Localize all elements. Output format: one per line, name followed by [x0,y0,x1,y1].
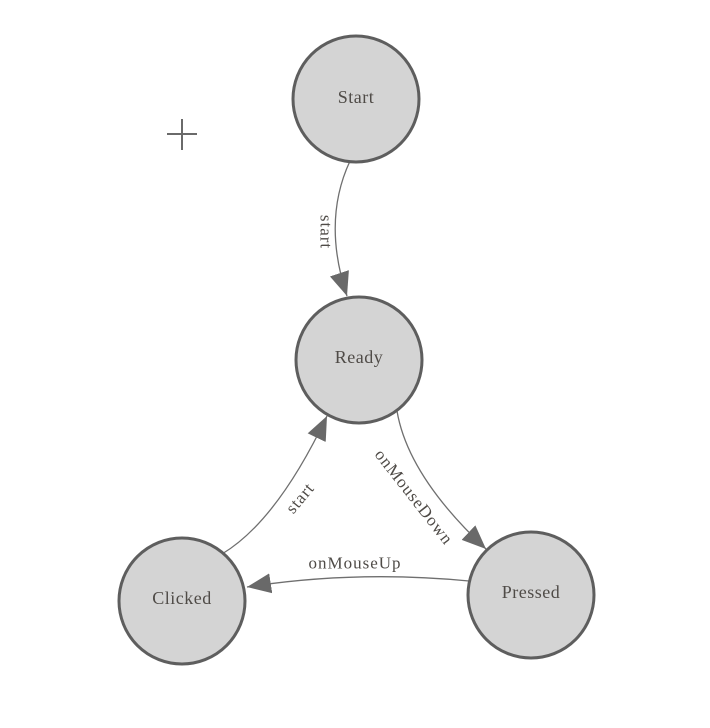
node-label-pressed: Pressed [502,582,561,602]
transition-ready-to-pressed[interactable]: onMouseDown [371,410,487,550]
edge-label-clicked-to-ready: start [282,479,319,517]
edge-line[interactable] [221,415,328,555]
plus-icon[interactable] [167,119,197,150]
node-circle [466,530,596,660]
state-node-ready[interactable]: Ready [294,295,424,425]
node-label-clicked: Clicked [152,588,212,608]
edge-line[interactable] [329,160,351,297]
transition-clicked-to-ready[interactable]: start [221,415,328,555]
edge-label-start-to-ready: start [317,215,336,249]
edge-label-pressed-to-clicked: onMouseUp [308,554,401,573]
transition-start-to-ready[interactable]: start [317,160,351,297]
edge-line[interactable] [246,573,470,594]
node-label-ready: Ready [335,347,383,367]
node-circle [291,34,421,164]
edge-line[interactable] [396,410,487,550]
transition-pressed-to-clicked[interactable]: onMouseUp [246,554,470,594]
node-circle [117,536,247,666]
state-node-pressed[interactable]: Pressed [466,530,596,660]
node-label-start: Start [338,87,375,107]
node-circle [294,295,424,425]
state-node-clicked[interactable]: Clicked [117,536,247,666]
state-node-start[interactable]: Start [291,34,421,164]
